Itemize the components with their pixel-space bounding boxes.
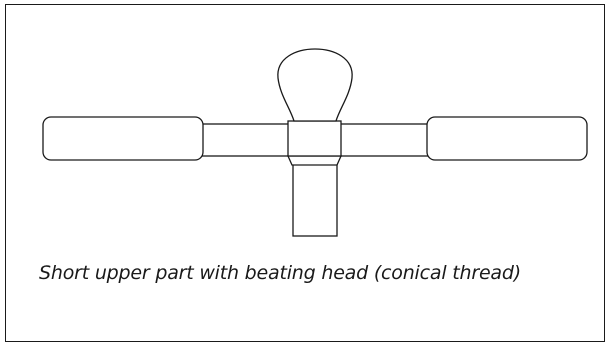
- right-grip: [426, 116, 588, 161]
- lower-shaft: [292, 163, 338, 237]
- left-grip: [42, 116, 204, 161]
- beating-head: [277, 48, 353, 122]
- collar: [287, 120, 342, 157]
- conical-thread: [286, 155, 343, 166]
- figure-caption: Short upper part with beating head (coni…: [39, 262, 521, 284]
